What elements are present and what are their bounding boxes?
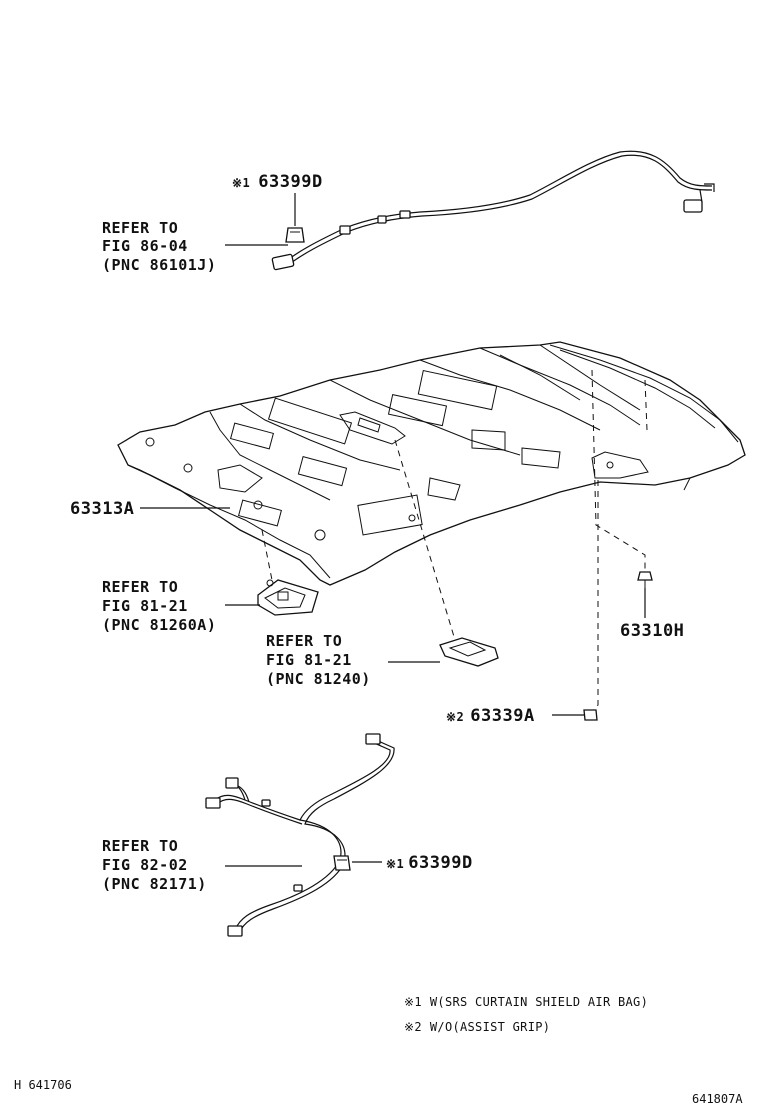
svg-text:FIG 86-04: FIG 86-04	[102, 237, 188, 255]
clip-63399d-top	[285, 227, 305, 243]
lower-wire-harness	[205, 733, 395, 937]
clip-63399d-bottom	[333, 855, 351, 871]
clamp	[399, 210, 411, 219]
clamp	[377, 215, 387, 224]
projection-line	[394, 439, 456, 641]
callout-refer-82-02: REFER TO FIG 82-02 (PNC 82171)	[102, 837, 207, 893]
projection-line	[591, 480, 599, 713]
callout-refer-81-21-a: REFER TO FIG 81-21 (PNC 81260A)	[102, 578, 216, 634]
headliner-63313a	[117, 341, 746, 586]
clamp	[339, 225, 351, 235]
clamp	[261, 799, 271, 807]
footer-right-code: 641807A	[692, 1092, 743, 1106]
callout-63313a: 63313A	[70, 499, 134, 519]
room-lamp	[439, 637, 499, 667]
projection-line	[261, 529, 273, 581]
callout-refer-81-21-b: REFER TO FIG 81-21 (PNC 81240)	[266, 632, 371, 688]
connector	[205, 797, 221, 809]
map-lamp	[257, 579, 319, 616]
clip-63310h	[637, 571, 653, 588]
connector	[225, 777, 239, 789]
projection-line	[644, 379, 648, 431]
clip-63339a	[583, 709, 598, 721]
svg-text:REFER TO: REFER TO	[102, 837, 178, 855]
callout-refer-86-04: REFER TO FIG 86-04 (PNC 86101J)	[102, 219, 216, 274]
projection-line	[591, 369, 646, 570]
svg-text:(PNC 86101J): (PNC 86101J)	[102, 256, 216, 274]
connector-left	[271, 253, 295, 271]
upper-wire-harness	[271, 150, 715, 271]
connector	[365, 733, 381, 745]
clamp	[293, 884, 303, 892]
connector-right	[683, 199, 703, 213]
svg-text:FIG 82-02: FIG 82-02	[102, 856, 188, 874]
svg-text:(PNC 82171): (PNC 82171)	[102, 875, 207, 893]
svg-text:(PNC 81240): (PNC 81240)	[266, 670, 371, 688]
svg-text:FIG 81-21: FIG 81-21	[102, 597, 188, 615]
callout-63310h: 63310H	[620, 621, 684, 641]
svg-text:REFER TO: REFER TO	[266, 632, 342, 650]
connector	[227, 925, 243, 937]
footer-left-code: H 641706	[14, 1078, 72, 1092]
svg-text:REFER TO: REFER TO	[102, 219, 178, 237]
svg-text:(PNC 81260A): (PNC 81260A)	[102, 616, 216, 634]
svg-text:REFER TO: REFER TO	[102, 578, 178, 596]
svg-text:FIG 81-21: FIG 81-21	[266, 651, 352, 669]
